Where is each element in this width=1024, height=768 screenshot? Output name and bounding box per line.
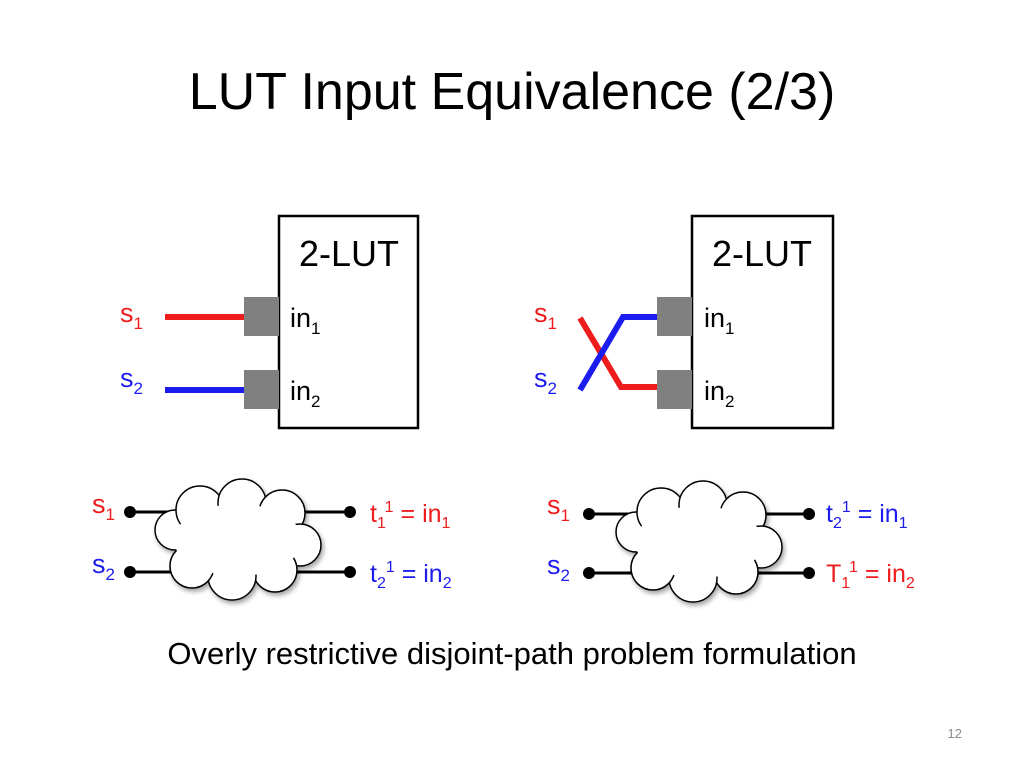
left-port-in1 (244, 297, 279, 336)
right-cloud-icon (615, 480, 783, 603)
left-net-source-dot-2 (124, 566, 136, 578)
left-net-sink-2: t21 = in2 (370, 559, 452, 592)
right-port-in1-label: in1 (704, 303, 734, 338)
right-net-sink-dot-2 (803, 567, 815, 579)
left-cloud-icon (154, 478, 322, 601)
right-lut-group: 2-LUT in1 in2 s1 s2 (534, 214, 835, 430)
right-lut-label: 2-LUT (712, 233, 812, 274)
left-signal-s1-label: s1 (120, 298, 143, 333)
right-network-group: s1 s2 t21 = in1 T11 = in2 (547, 480, 915, 603)
left-net-sink-dot-2 (344, 566, 356, 578)
right-wire-s1-crossed (577, 316, 660, 390)
slide-title: LUT Input Equivalence (2/3) (188, 63, 836, 121)
right-signal-s1-label: s1 (534, 298, 557, 333)
left-net-source-s1: s1 (92, 489, 115, 524)
left-lut-group: 2-LUT in1 in2 s1 s2 (120, 214, 420, 430)
left-net-sink-1: t11 = in1 (370, 499, 451, 532)
right-port-in1 (657, 297, 692, 336)
page-number: 12 (947, 726, 962, 741)
left-port-in2 (244, 370, 279, 409)
slide-caption: Overly restrictive disjoint-path problem… (167, 636, 857, 671)
right-signal-s2-label: s2 (534, 363, 557, 398)
right-net-sink-1: t21 = in1 (826, 499, 908, 532)
right-net-source-s2: s2 (547, 550, 570, 585)
right-net-sink-2: T11 = in2 (826, 559, 915, 592)
right-net-source-s1: s1 (547, 490, 570, 525)
right-port-in2-label: in2 (704, 376, 734, 411)
right-port-in2 (657, 370, 692, 409)
left-net-source-s2: s2 (92, 549, 115, 584)
right-net-sink-dot-1 (803, 508, 815, 520)
right-lut-box (690, 214, 835, 430)
left-network-group: s1 s2 t11 = in1 t21 = in2 (92, 478, 452, 601)
left-port-in1-label: in1 (290, 303, 320, 338)
left-net-sink-dot-1 (344, 506, 356, 518)
left-port-in2-label: in2 (290, 376, 320, 411)
left-lut-label: 2-LUT (299, 233, 399, 274)
left-signal-s2-label: s2 (120, 363, 143, 398)
right-net-source-dot-2 (583, 567, 595, 579)
left-lut-box (277, 214, 420, 430)
right-wire-s2-crossed (577, 314, 660, 392)
left-net-source-dot-1 (124, 506, 136, 518)
right-net-source-dot-1 (583, 508, 595, 520)
